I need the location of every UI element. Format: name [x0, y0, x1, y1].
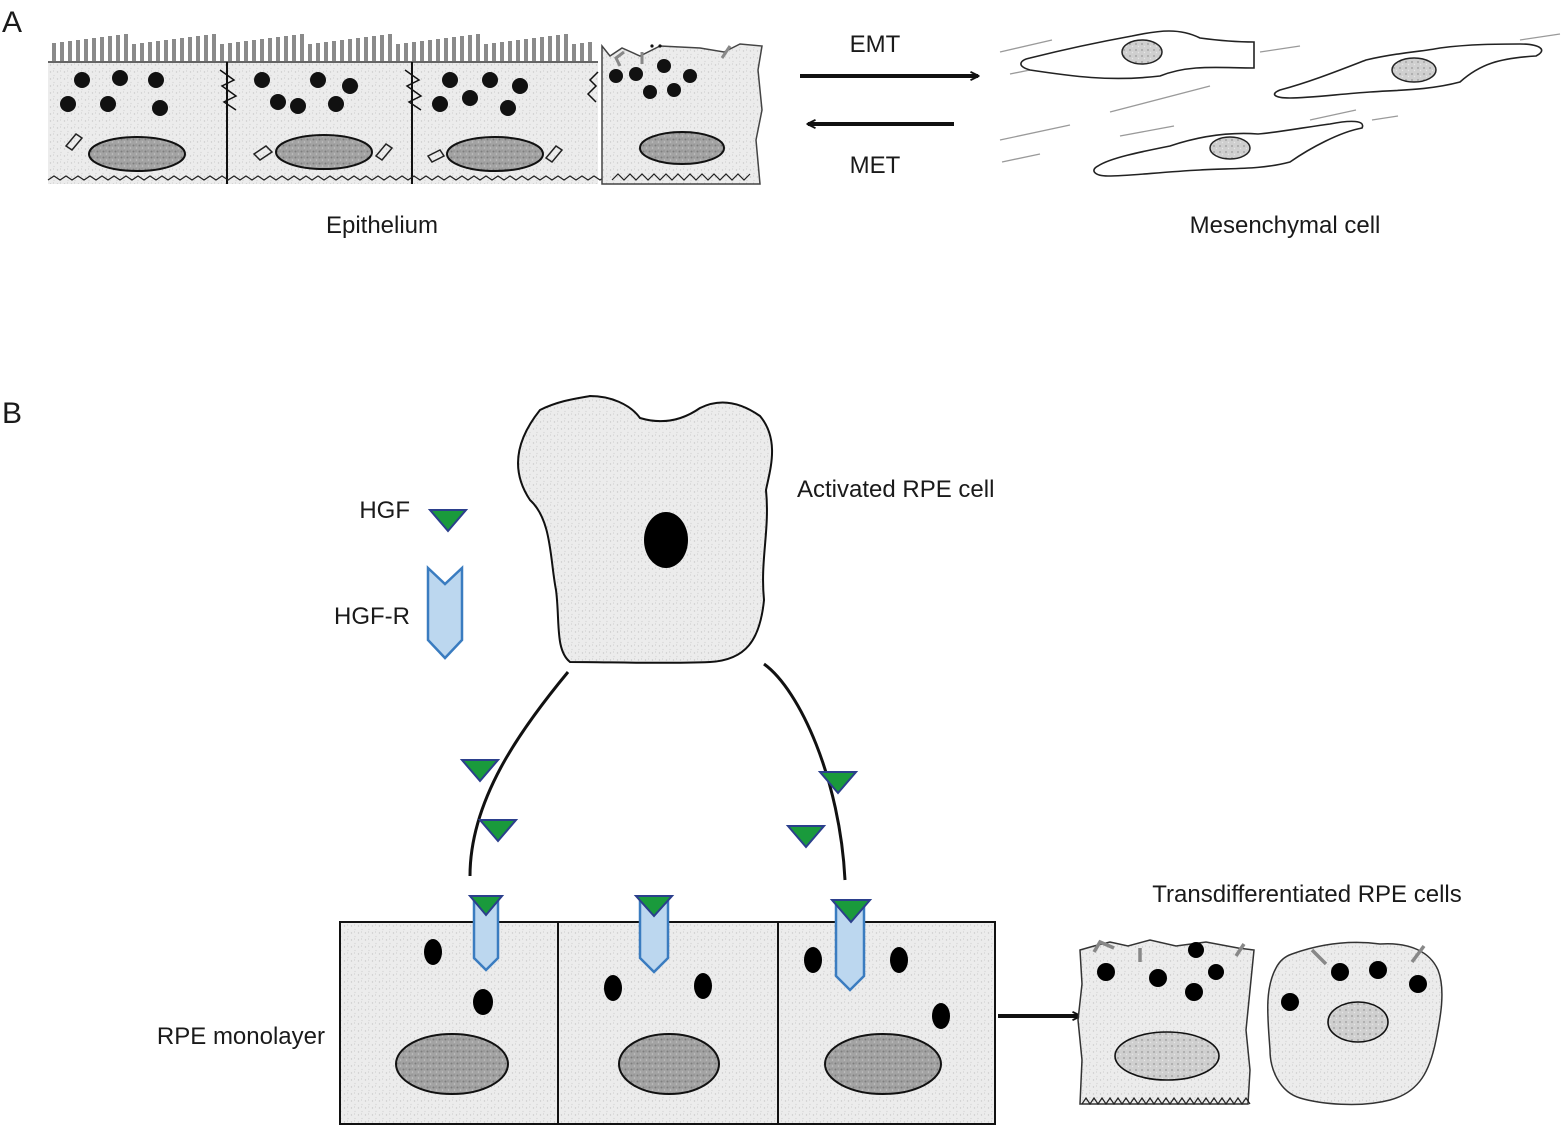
met-arrow: MET: [808, 124, 954, 179]
hgf-receptor-group: [472, 894, 866, 992]
hgf-ligand-icon: [427, 509, 469, 533]
rpe-monolayer: [339, 894, 996, 1125]
panel-b-label: B: [2, 397, 22, 430]
transdifferentiated-label: Transdifferentiated RPE cells: [1152, 881, 1461, 908]
bound-hgf-group: [467, 895, 873, 924]
hgf-ligand-group: [459, 759, 859, 849]
hgf-r-legend-label: HGF-R: [334, 603, 410, 630]
transdifferentiated-cell: [1267, 941, 1443, 1106]
legend: HGF HGF-R: [334, 497, 469, 660]
hgf-legend-label: HGF: [359, 497, 410, 524]
desmosome: [219, 69, 599, 111]
activated-rpe-cell: [517, 394, 773, 664]
panel-a: A: [2, 6, 1561, 239]
hgf-ligand-icon: [829, 899, 873, 924]
stress-fibers: [999, 33, 1561, 163]
organelle: [64, 133, 564, 163]
hgf-ligand-icon: [459, 759, 501, 783]
met-label: MET: [850, 152, 901, 179]
hgf-ligand-icon: [467, 895, 505, 917]
nucleus: [88, 134, 544, 172]
transitional-cell: [601, 43, 763, 185]
panel-b: B Activated RPE cell HGF HGF-R: [2, 394, 1462, 1125]
mesenchymal-caption: Mesenchymal cell: [1190, 212, 1381, 239]
panel-a-label: A: [2, 6, 22, 39]
melanosome-group: [424, 939, 950, 1029]
activated-rpe-cell-label: Activated RPE cell: [797, 476, 994, 503]
microvilli: [52, 34, 592, 62]
activated-nucleus: [644, 512, 688, 568]
melanosome-group: [60, 70, 528, 116]
basal-infoldings: [47, 175, 661, 181]
mesenchymal-cell-group: [999, 30, 1561, 177]
emt-arrow: EMT: [800, 31, 978, 76]
hgf-receptor-icon: [426, 565, 464, 660]
rpe-monolayer-label: RPE monolayer: [157, 1023, 325, 1050]
hgf-ligand-icon: [633, 895, 675, 918]
hgf-ligand-icon: [477, 819, 519, 843]
hgf-ligand-icon: [817, 771, 859, 795]
epithelium-illustration: [47, 34, 661, 184]
secretion-path: [468, 662, 847, 881]
hgf-ligand-icon: [785, 825, 827, 849]
transdifferentiated-cell: [1077, 939, 1255, 1106]
nucleus: [395, 1033, 942, 1095]
emt-label: EMT: [850, 31, 901, 58]
epithelium-caption: Epithelium: [326, 212, 438, 239]
